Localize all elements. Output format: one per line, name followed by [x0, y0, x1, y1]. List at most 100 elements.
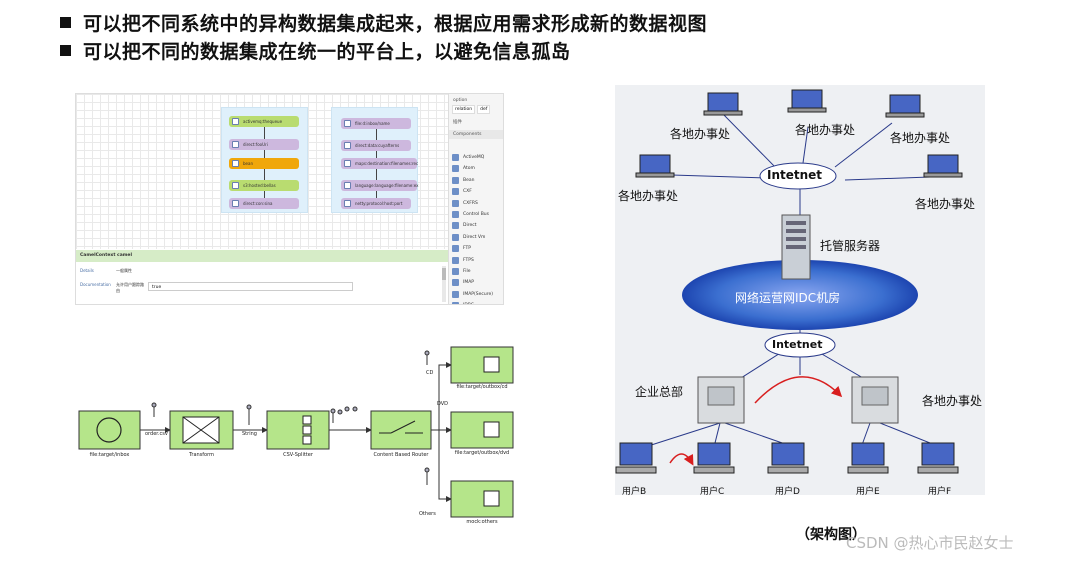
component-item[interactable]: Bean	[451, 175, 474, 186]
route2-node: maps:destination:filenames:rec	[341, 158, 418, 169]
endpoint-icon	[344, 182, 351, 189]
component-icon	[452, 165, 459, 173]
branch-server-icon	[851, 376, 899, 424]
hosted-server-icon	[781, 214, 811, 280]
component-icon	[452, 279, 459, 287]
component-item[interactable]: Direct	[451, 220, 476, 231]
component-item[interactable]: CXFRS	[451, 198, 478, 209]
component-item[interactable]: Control Bus	[451, 209, 489, 220]
component-label: FTP	[463, 246, 471, 252]
bullet-square-icon	[60, 17, 71, 28]
route2-node: language:language:filename:ex	[341, 180, 418, 191]
properties-scrollbar[interactable]	[442, 266, 446, 302]
component-item[interactable]: FTP	[451, 243, 471, 254]
component-label: Control Bus	[463, 212, 489, 217]
node-label: mock:others	[466, 519, 498, 525]
details-value: 一般属性	[116, 268, 132, 273]
internet-label-top: Intetnet	[767, 168, 823, 182]
component-icon	[452, 256, 459, 264]
connector	[431, 429, 452, 502]
component-label: CXFRS	[463, 200, 478, 206]
eip-diagram	[78, 346, 514, 518]
component-label: File	[463, 269, 471, 274]
component-item[interactable]: ActiveMQ	[451, 152, 484, 163]
wire-label: DVD	[437, 401, 449, 407]
component-item[interactable]: File	[451, 266, 471, 277]
designer-canvas: activemq:thequeue direct:fooUri bean s3:…	[76, 94, 448, 249]
component-label: CXF	[463, 189, 472, 195]
component-icon	[452, 211, 459, 218]
tab-def[interactable]: def	[477, 105, 491, 114]
component-item[interactable]: FTPS	[451, 255, 474, 266]
component-item[interactable]: IMAP(Secure)	[451, 289, 493, 300]
component-label: IMAP	[463, 280, 475, 286]
component-icon	[452, 154, 459, 161]
component-item[interactable]: Atom	[451, 163, 475, 174]
user-label: 用户F	[928, 487, 952, 497]
endpoint-icon	[344, 142, 351, 149]
idc-ellipse	[682, 260, 918, 330]
sync-arrow	[754, 376, 843, 404]
internet-cloud-bottom	[764, 332, 836, 358]
node-label: file:target/inbox	[89, 452, 130, 458]
component-icon	[452, 199, 459, 207]
component-item[interactable]: JDBC	[451, 300, 474, 304]
route2-node: netty:protocol:host:port	[341, 198, 411, 209]
endpoint-icon	[344, 200, 351, 207]
node-file-inbox	[78, 410, 141, 450]
hq-server-icon	[697, 376, 745, 424]
bullet-text: 可以把不同的数据集成在统一的平台上，以避免信息孤岛	[83, 41, 571, 63]
component-icon	[452, 222, 459, 230]
connector	[431, 362, 452, 431]
office-label: 各地办事处	[618, 189, 679, 203]
route1-node-selected: bean	[229, 158, 299, 169]
bean-icon	[232, 160, 239, 167]
component-label: FTPS	[463, 257, 474, 263]
component-icon	[452, 188, 459, 196]
watermark-credit: CSDN @热心市民赵女士	[846, 534, 1014, 552]
office-label: 各地办事处	[890, 131, 951, 145]
camel-designer-screenshot: activemq:thequeue direct:fooUri bean s3:…	[75, 93, 504, 305]
diagram-caption: （架构图）	[796, 527, 866, 543]
route2-node: direct:data:cuyafterns	[341, 140, 411, 151]
internet-cloud-top	[759, 162, 837, 190]
endpoint-icon	[232, 141, 239, 148]
component-item[interactable]: CXF	[451, 186, 472, 197]
node-content-router	[370, 410, 432, 450]
endpoint-icon	[344, 120, 351, 127]
tab-relation[interactable]: relation	[452, 105, 476, 114]
route1-node: activemq:thequeue	[229, 116, 299, 127]
node-outbox-dvd	[450, 411, 514, 449]
bullet-text: 可以把不同系统中的异构数据集成起来，根据应用需求形成新的数据视图	[83, 13, 708, 35]
network-diagram	[615, 89, 963, 474]
office-label: 各地办事处	[915, 197, 976, 211]
components-header: Components	[449, 130, 503, 139]
route1-node: s3:hosted:bellas	[229, 180, 299, 191]
node-label: Content Based Router	[373, 452, 429, 458]
documentation-label: Documentation	[80, 282, 111, 287]
route2-node: file:d:inbox/name	[341, 118, 411, 129]
endpoint-icon	[232, 182, 239, 189]
wire-label: order.csv	[145, 431, 168, 437]
component-item[interactable]: IMAP	[451, 277, 474, 288]
bullet-1: 可以把不同系统中的异构数据集成起来，根据应用需求形成新的数据视图	[60, 9, 707, 36]
component-icon	[452, 302, 459, 304]
component-label: Direct Vm	[463, 234, 486, 240]
option-label: option	[453, 98, 468, 103]
user-desktop-icons	[615, 442, 959, 474]
component-label: IMAP(Secure)	[463, 291, 493, 297]
route1-node: direct:fooUri	[229, 139, 299, 150]
node-label: file:target/outbox/dvd	[454, 450, 510, 456]
plugin-section: 插件	[453, 120, 462, 125]
endpoint-icon	[232, 200, 239, 207]
user-label: 用户D	[775, 487, 800, 497]
documentation-input[interactable]: true	[148, 282, 353, 291]
office-label: 各地办事处	[795, 123, 856, 137]
node-outbox-cd	[450, 346, 514, 384]
component-item[interactable]: Direct Vm	[451, 232, 485, 243]
user-arrow	[669, 453, 694, 466]
component-label: ActiveMQ	[463, 155, 485, 160]
component-label: Direct	[463, 223, 477, 229]
user-label: 用户C	[700, 487, 725, 497]
endpoint-icon	[344, 160, 351, 167]
